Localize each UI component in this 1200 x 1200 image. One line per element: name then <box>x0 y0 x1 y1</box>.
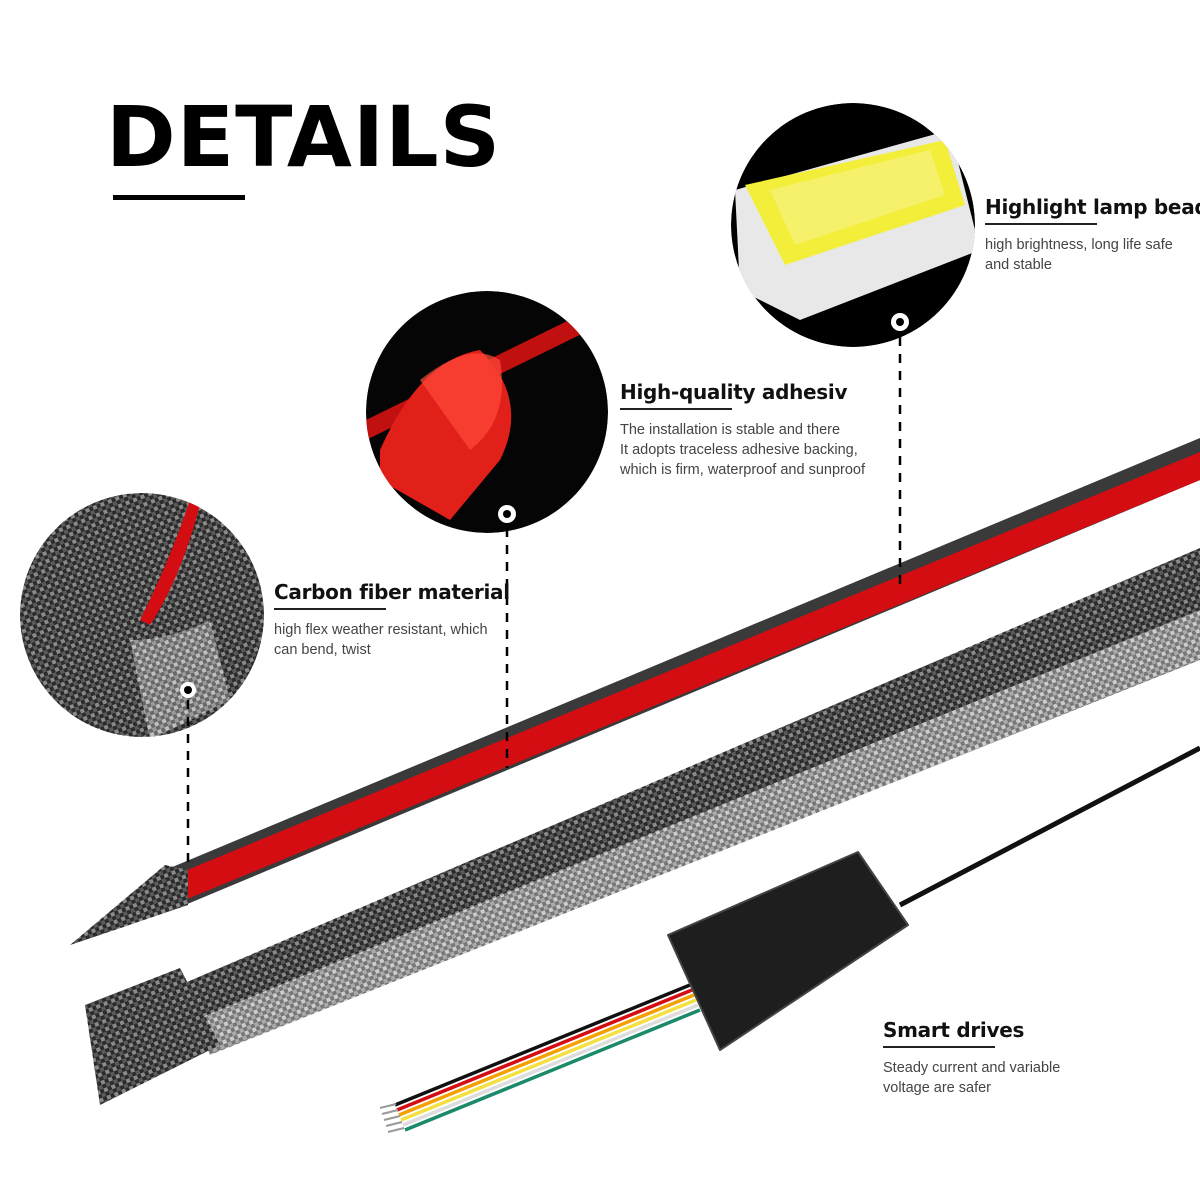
feature-heading: Carbon fiber material <box>274 580 510 604</box>
led-bead-closeup <box>731 103 975 347</box>
heading-underline <box>620 408 732 410</box>
heading-underline <box>883 1046 995 1048</box>
feature-adhesive: High-quality adhesiv The installation is… <box>620 380 865 480</box>
feature-lamp-beads: Highlight lamp beads high brightness, lo… <box>985 195 1200 275</box>
carbon-fiber-strip <box>85 548 1200 1105</box>
feature-carbon-fiber: Carbon fiber material high flex weather … <box>274 580 510 660</box>
callout-dots <box>180 313 909 698</box>
feature-heading: Highlight lamp beads <box>985 195 1200 219</box>
title-underline <box>113 195 245 200</box>
adhesive-closeup <box>366 291 608 533</box>
feature-heading: Smart drives <box>883 1018 1025 1042</box>
carbon-closeup <box>20 493 264 737</box>
feature-smart-drives: Smart drives Steady current and variable… <box>883 1018 1060 1098</box>
heading-underline <box>985 223 1097 225</box>
page-title: DETAILS <box>106 88 502 186</box>
heading-underline <box>274 608 386 610</box>
feature-heading: High-quality adhesiv <box>620 380 848 404</box>
callout-markers <box>186 337 902 862</box>
red-led-strip <box>70 438 1200 945</box>
smart-driver <box>379 745 1200 1133</box>
